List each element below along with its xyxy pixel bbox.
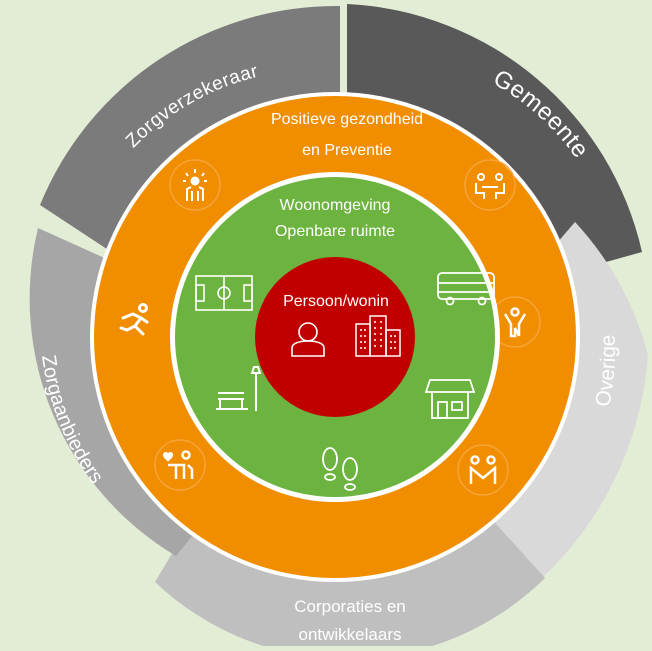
green-ring-title-line1: Woonomgeving bbox=[280, 197, 391, 214]
soccer-field-icon bbox=[195, 275, 253, 311]
orange-ring-title-line2: en Preventie bbox=[302, 142, 392, 159]
sun-person-icon bbox=[169, 159, 221, 211]
shop-icon bbox=[424, 379, 476, 419]
running-person-icon bbox=[119, 303, 149, 336]
label-corporaties-line1: Corporaties en bbox=[294, 597, 406, 616]
park-bench-icon bbox=[216, 366, 262, 411]
center-label: Persoon/wonin bbox=[283, 293, 389, 310]
heart-person-icon bbox=[154, 439, 206, 491]
apartment-buildings-icon bbox=[355, 315, 401, 357]
bus-icon bbox=[437, 272, 495, 306]
green-ring-title-line2: Openbare ruimte bbox=[275, 223, 395, 240]
center-circle bbox=[255, 257, 415, 417]
label-corporaties-line2: ontwikkelaars bbox=[299, 625, 402, 644]
person-icon bbox=[291, 322, 325, 357]
two-people-icon bbox=[457, 444, 509, 496]
segment-gemeente bbox=[347, 4, 642, 286]
orange-ring-title-line1: Positieve gezondheid bbox=[271, 111, 423, 128]
meeting-table-icon bbox=[464, 159, 516, 211]
footprints-icon bbox=[322, 447, 358, 491]
